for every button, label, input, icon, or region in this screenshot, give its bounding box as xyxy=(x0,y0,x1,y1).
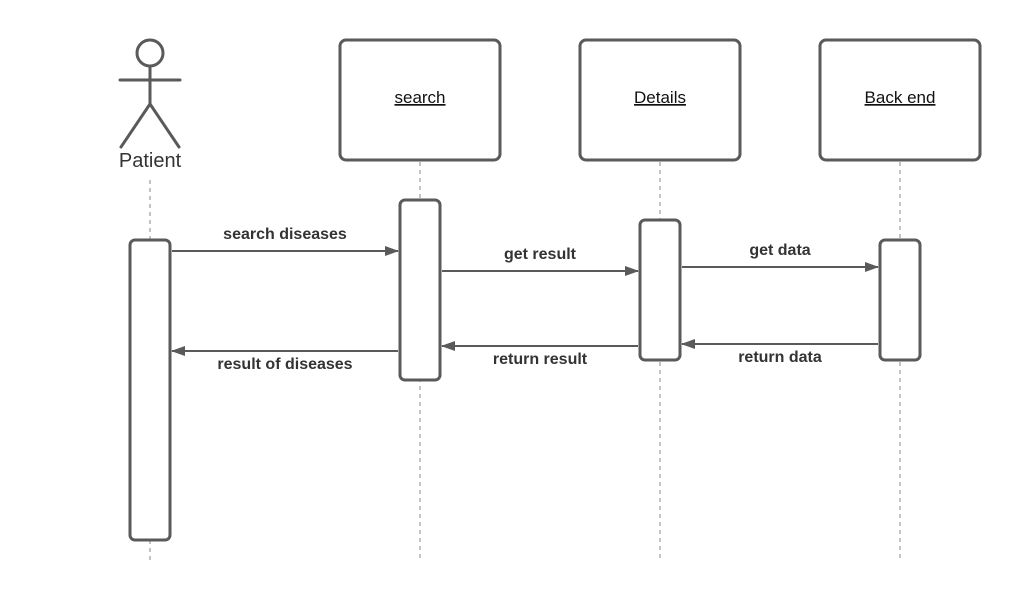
activation-details xyxy=(638,218,682,362)
object-box-details xyxy=(578,38,742,162)
actor-label: Patient xyxy=(119,150,182,172)
message-label-result-of-diseases: result of diseases xyxy=(217,356,352,373)
activation-patient xyxy=(128,238,172,542)
message-label-search-diseases: search diseases xyxy=(223,226,347,243)
object-label-backend: Back end xyxy=(865,88,936,107)
activation-search xyxy=(398,198,442,382)
message-label-return-result: return result xyxy=(493,351,588,368)
activation-backend xyxy=(878,238,922,362)
actor-figure-icon xyxy=(118,38,182,149)
object-box-search xyxy=(338,38,502,162)
message-label-get-result: get result xyxy=(504,246,577,263)
message-label-return-data: return data xyxy=(738,349,822,366)
object-label-details: Details xyxy=(634,88,686,107)
object-box-backend xyxy=(818,38,982,162)
object-label-search: search xyxy=(394,88,445,107)
message-label-get-data: get data xyxy=(749,242,810,259)
